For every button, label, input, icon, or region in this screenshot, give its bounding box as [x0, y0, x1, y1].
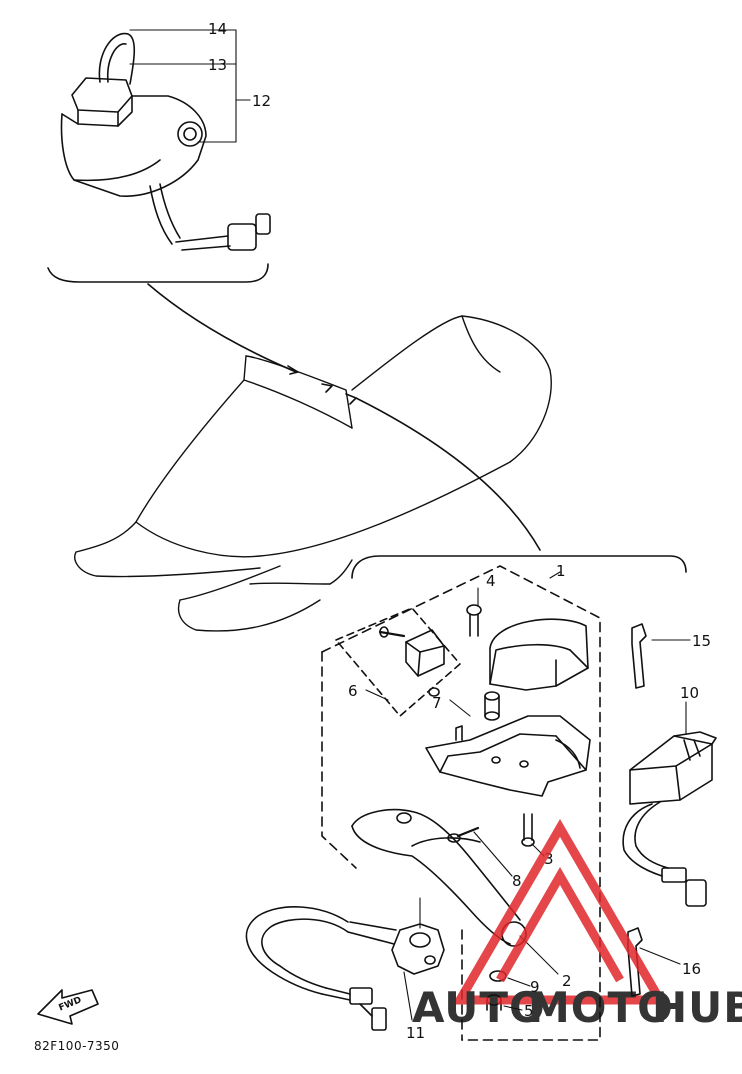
throttle-switch — [245, 906, 445, 1031]
callout-labels: 14 13 12 4 1 6 7 15 10 3 8 2 16 9 5 11 — [208, 20, 711, 1042]
callout-13: 13 — [208, 56, 227, 74]
part-number: 82F100-7350 — [34, 1039, 119, 1053]
callout-11: 11 — [406, 1024, 425, 1042]
inset-leader-line — [147, 283, 297, 373]
callout-10: 10 — [680, 684, 699, 702]
callout-2: 2 — [562, 972, 572, 990]
lock-block-assembly — [378, 626, 445, 697]
callout-1: 1 — [556, 562, 566, 580]
bolt-part-3 — [521, 813, 535, 847]
fwd-arrow-icon — [37, 989, 99, 1025]
assembly-boundary — [321, 565, 601, 1041]
callout-4: 4 — [486, 572, 496, 590]
callout-15: 15 — [692, 632, 711, 650]
snowmobile-outline — [74, 315, 552, 632]
callout-8: 8 — [512, 872, 522, 890]
callout-9: 9 — [530, 978, 540, 996]
callout-5: 5 — [524, 1002, 534, 1020]
cable-tie-15 — [631, 623, 647, 689]
callout-3: 3 — [544, 850, 554, 868]
callout-7: 7 — [432, 694, 442, 712]
sleeve-part-7 — [484, 691, 500, 721]
inset-throttle-housing — [60, 32, 271, 251]
lever-bracket — [425, 715, 591, 797]
relay-unit-10 — [622, 731, 717, 907]
screw-part-8 — [447, 826, 480, 843]
callout-12: 12 — [252, 92, 271, 110]
lever-leader-line — [355, 397, 541, 551]
bolt-part-4 — [466, 604, 482, 637]
brake-lever — [351, 808, 521, 945]
watermark-text-hub: HUB — [652, 983, 742, 1032]
callout-leaders — [129, 29, 691, 1021]
callout-16: 16 — [682, 960, 701, 978]
watermark-logo: AUTO MOTO HUB — [412, 819, 742, 1032]
inset-bracket — [47, 263, 269, 283]
cover-part — [489, 618, 589, 691]
watermark-triangle-icon — [452, 819, 668, 1005]
watermark-text-auto: AUTO — [412, 983, 546, 1032]
lower-bracket — [351, 555, 687, 579]
callout-6: 6 — [348, 682, 358, 700]
watermark-text-moto: MOTO — [528, 983, 674, 1032]
subassembly-6-boundary — [335, 607, 461, 717]
callout-14: 14 — [208, 20, 227, 38]
